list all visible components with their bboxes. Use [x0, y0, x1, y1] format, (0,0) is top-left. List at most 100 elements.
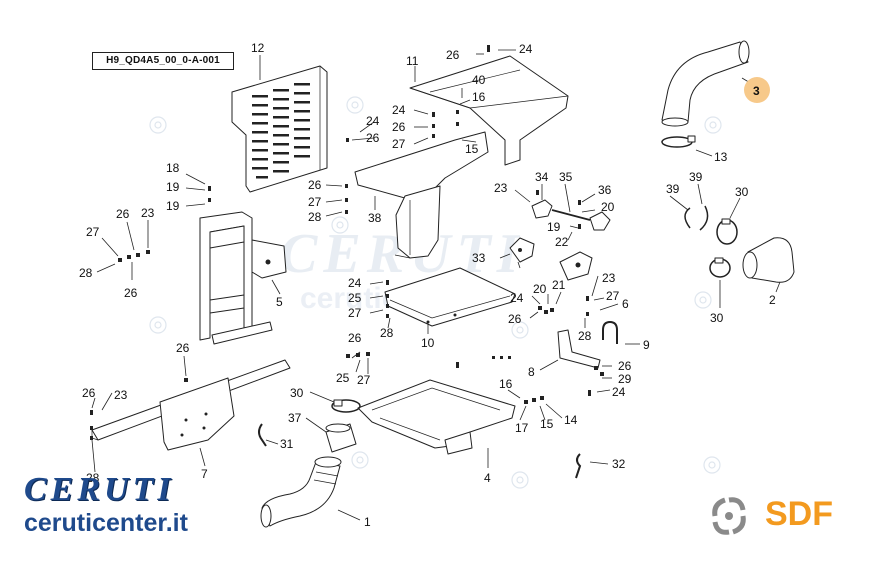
- label-24: 24: [510, 291, 524, 305]
- part-10-tray: [384, 267, 516, 327]
- part-7-support-rail: [91, 359, 291, 451]
- highlight-circle: [744, 77, 770, 103]
- label-23: 23: [494, 181, 508, 195]
- part-30-clamp-lower: [709, 257, 731, 278]
- label-36: 36: [598, 183, 612, 197]
- part-3-upper-elbow-hose: [661, 40, 750, 127]
- label-28: 28: [380, 326, 394, 340]
- label-2: 2: [769, 293, 776, 307]
- label-16: 16: [472, 90, 486, 104]
- label-24: 24: [612, 385, 626, 399]
- label-22: 22: [555, 235, 569, 249]
- label-24: 24: [519, 42, 533, 56]
- label-24: 24: [392, 103, 406, 117]
- label-28: 28: [578, 329, 592, 343]
- label-5: 5: [276, 295, 283, 309]
- label-26: 26: [308, 178, 322, 192]
- part-32-hook: [575, 453, 582, 479]
- part-2-short-hose: [742, 237, 795, 283]
- label-26: 26: [176, 341, 190, 355]
- label-12: 12: [251, 41, 265, 55]
- label-30: 30: [710, 311, 724, 325]
- label-18: 18: [166, 161, 180, 175]
- label-9: 9: [643, 338, 650, 352]
- label-27: 27: [357, 373, 371, 387]
- part-30-clamp-upper: [716, 218, 738, 245]
- label-26: 26: [116, 207, 130, 221]
- label-7: 7: [201, 467, 208, 481]
- label-8: 8: [528, 365, 535, 379]
- label-25: 25: [336, 371, 350, 385]
- label-17: 17: [515, 421, 529, 435]
- label-40: 40: [472, 73, 486, 87]
- label-28: 28: [308, 210, 322, 224]
- label-26: 26: [446, 48, 460, 62]
- label-26: 26: [124, 286, 138, 300]
- label-27: 27: [606, 289, 620, 303]
- label-23: 23: [141, 206, 155, 220]
- part-8-bracket: [557, 329, 601, 369]
- label-29: 29: [618, 372, 632, 386]
- part-38-duct-bracket: [354, 131, 489, 259]
- highlighted-part-3-callout: 3: [744, 77, 770, 103]
- label-23: 23: [602, 271, 616, 285]
- part-4-base-plate: [357, 379, 516, 455]
- ceruti-url: ceruticenter.it: [24, 509, 188, 537]
- label-3: 3: [753, 84, 760, 98]
- label-20: 20: [601, 200, 615, 214]
- part-31-hook: [258, 423, 267, 447]
- part-37-sleeve: [325, 423, 357, 453]
- label-25: 25: [348, 291, 362, 305]
- sdf-logo-icon: [712, 497, 746, 535]
- label-27: 27: [348, 306, 362, 320]
- label-15: 15: [540, 417, 554, 431]
- label-26: 26: [82, 386, 96, 400]
- part-5-frame: [199, 211, 287, 345]
- label-19: 19: [166, 199, 180, 213]
- label-37: 37: [288, 411, 302, 425]
- label-26: 26: [618, 359, 632, 373]
- label-13: 13: [714, 150, 728, 164]
- part-9-u-bolt: [602, 320, 618, 344]
- label-11: 11: [406, 54, 419, 68]
- label-39: 39: [689, 170, 703, 184]
- label-28: 28: [79, 266, 93, 280]
- label-23: 23: [114, 388, 128, 402]
- label-26: 26: [366, 131, 380, 145]
- leader-lines: [91, 49, 781, 521]
- part-1-lower-hose: [260, 456, 342, 528]
- label-27: 27: [86, 225, 100, 239]
- label-24: 24: [366, 114, 380, 128]
- label-28: 28: [86, 471, 100, 485]
- part-13-hose-clamp: [661, 135, 696, 148]
- sdf-logo-text: SDF: [765, 495, 833, 533]
- label-26: 26: [508, 312, 522, 326]
- label-16: 16: [499, 377, 513, 391]
- diagram-reference-code: H9_QD4A5_00_0-A-001: [92, 52, 234, 70]
- label-4: 4: [484, 471, 491, 485]
- label-21: 21: [552, 278, 566, 292]
- label-39: 39: [666, 182, 680, 196]
- label-30: 30: [735, 185, 749, 199]
- label-30: 30: [290, 386, 304, 400]
- part-11-top-cover: [409, 55, 569, 166]
- part-35-clamp-assembly: [531, 199, 611, 231]
- label-35: 35: [559, 170, 573, 184]
- label-19: 19: [547, 220, 561, 234]
- label-34: 34: [535, 170, 549, 184]
- label-1: 1: [364, 515, 371, 529]
- label-6: 6: [622, 297, 629, 311]
- part-12-slotted-shield: [231, 65, 328, 193]
- part-39-rings: [684, 205, 709, 231]
- part-labels: 12 11 26 24 40 16 24 26 27 24 26 15 18 1…: [79, 41, 776, 529]
- label-15: 15: [465, 142, 479, 156]
- label-38: 38: [368, 211, 382, 225]
- fasteners: [90, 45, 604, 440]
- label-20: 20: [533, 282, 547, 296]
- label-32: 32: [612, 457, 626, 471]
- label-14: 14: [564, 413, 578, 427]
- label-33: 33: [472, 251, 486, 265]
- ceruti-logo: CERUTI: [24, 471, 175, 508]
